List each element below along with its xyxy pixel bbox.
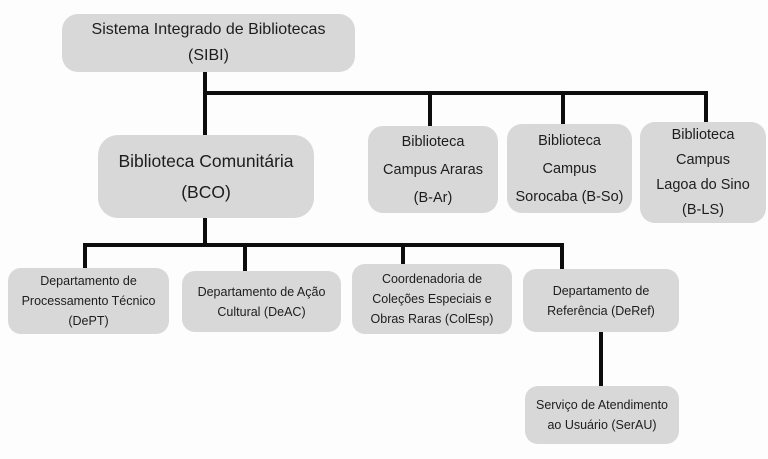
node-sibi: Sistema Integrado de Bibliotecas (SIBI)	[62, 14, 355, 72]
connector-drop-campus-sorocaba	[561, 91, 565, 126]
node-colesp: Coordenadoria de Coleções Especiais e Ob…	[352, 264, 512, 334]
node-campus-sorocaba: Biblioteca Campus Sorocaba (B-So)	[507, 124, 632, 213]
node-serau: Serviço de Atendimento ao Usuário (SerAU…	[525, 386, 679, 444]
connector-bco-horizontal	[83, 243, 564, 247]
node-deac: Departamento de Ação Cultural (DeAC)	[182, 271, 341, 332]
connector-drop-deref	[560, 243, 564, 271]
node-deref: Departamento de Referência (DeRef)	[523, 269, 679, 332]
connector-drop-bco	[203, 91, 207, 137]
node-campus-araras: Biblioteca Campus Araras (B-Ar)	[368, 126, 498, 213]
node-dept: Departamento de Processamento Técnico (D…	[8, 268, 169, 334]
node-campus-lagoa-sino: Biblioteca Campus Lagoa do Sino (B-LS)	[640, 122, 766, 223]
connector-drop-campus-araras	[428, 91, 432, 128]
connector-bco-stub	[203, 218, 207, 246]
node-bco: Biblioteca Comunitária (BCO)	[98, 135, 314, 218]
connector-drop-campus-lagoa	[704, 91, 708, 124]
connector-sibi-stub	[203, 72, 207, 95]
connector-drop-serau	[599, 332, 603, 388]
connector-drop-deac	[243, 243, 247, 273]
connector-drop-dept	[83, 243, 87, 270]
connector-drop-colesp	[401, 243, 405, 266]
connector-sibi-horizontal	[203, 91, 708, 95]
